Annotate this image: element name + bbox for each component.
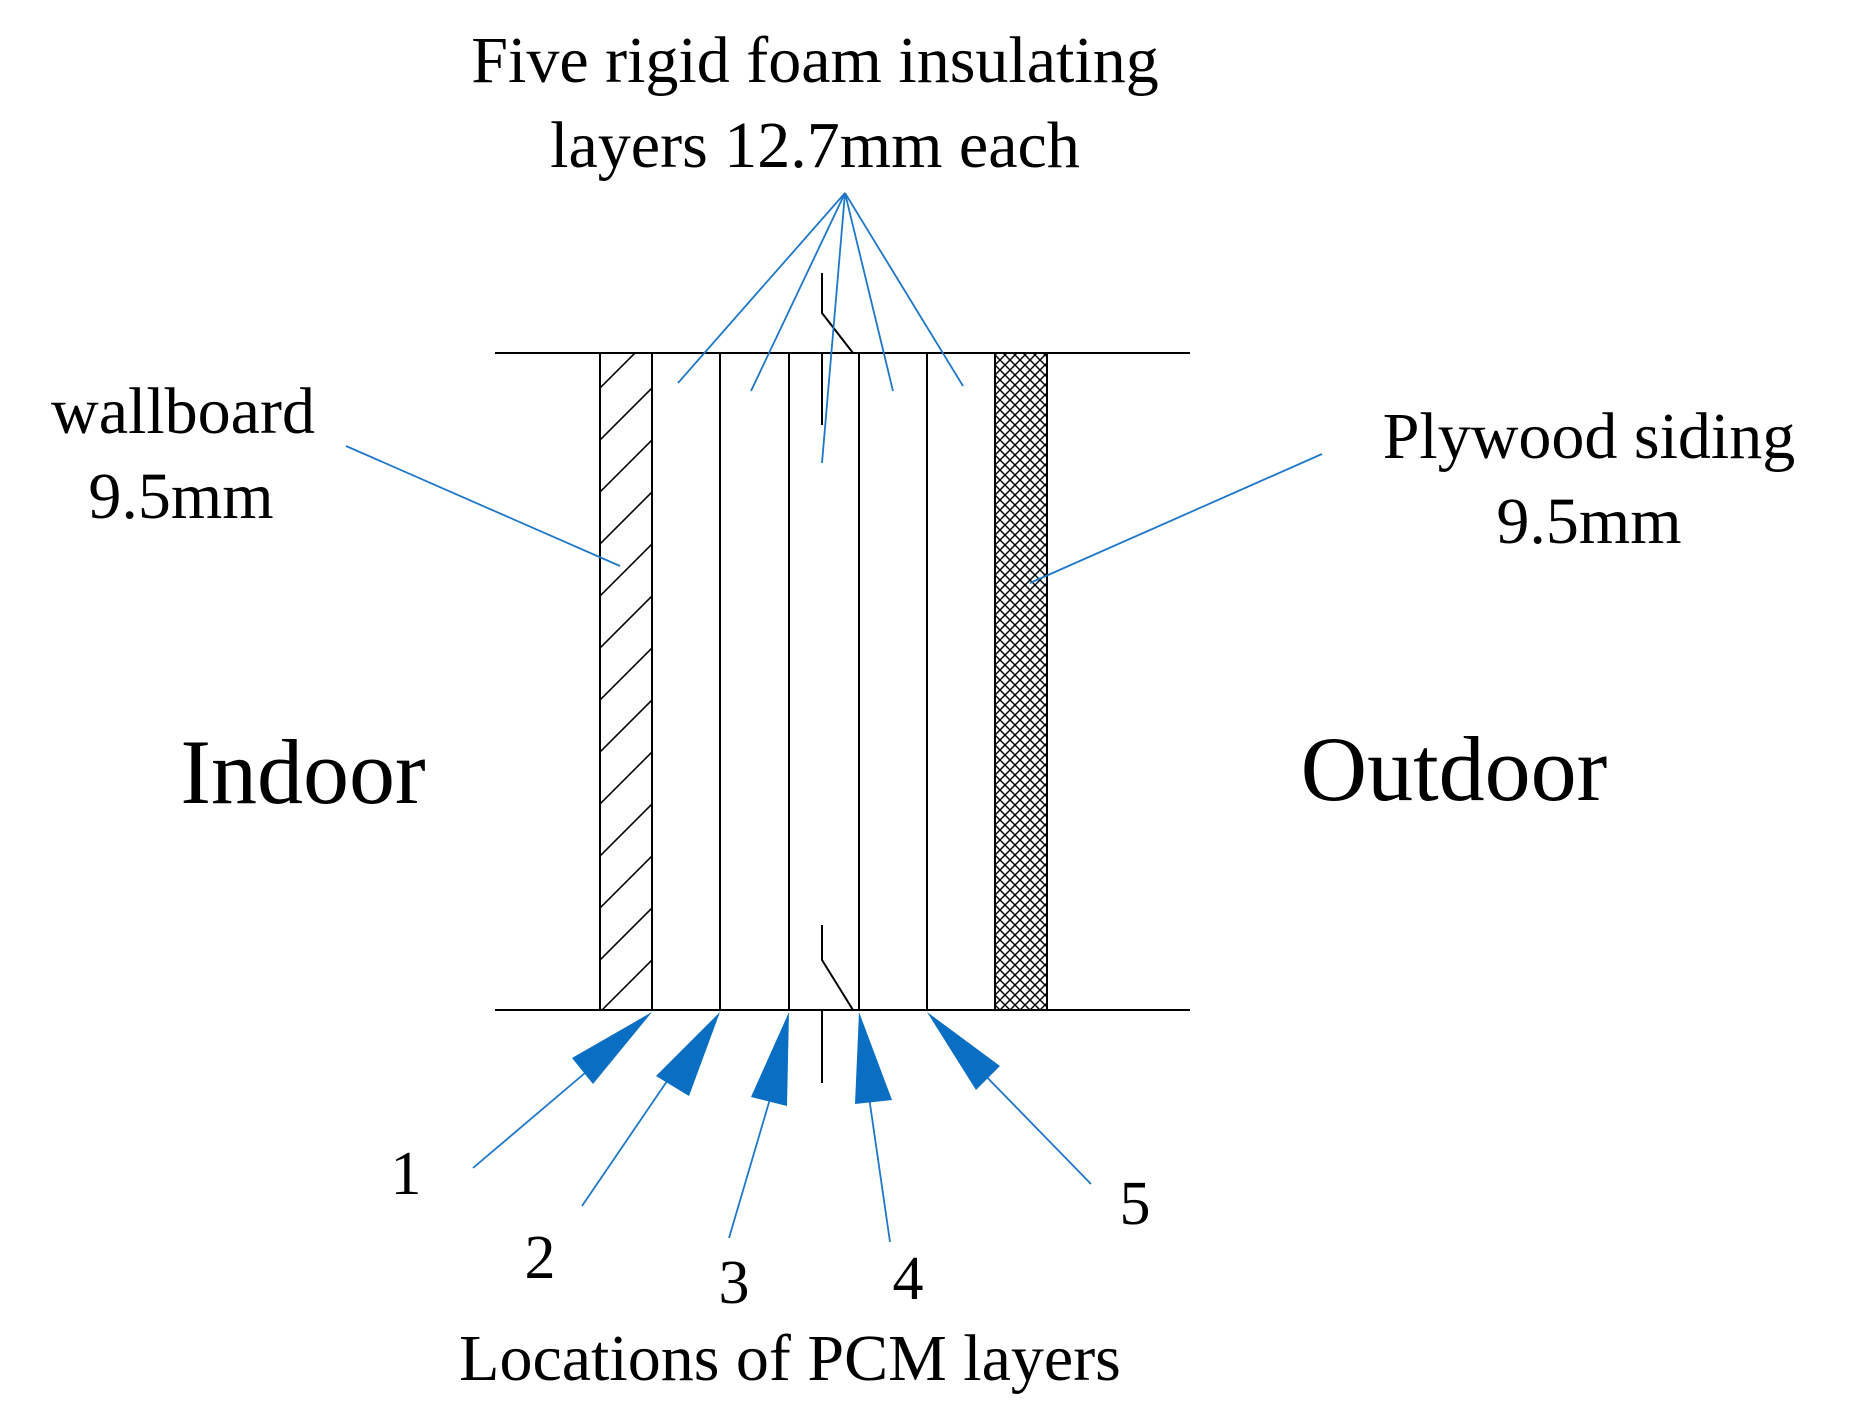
pcm-arrow-1-head	[572, 1012, 652, 1084]
leader-layer-2	[750, 192, 846, 392]
pcm-arrow-3-shaft	[728, 1081, 776, 1239]
pcm-label-3: 3	[719, 1249, 750, 1317]
title-line-1: Five rigid foam insulating	[471, 24, 1158, 97]
pcm-arrow-3-head	[751, 1012, 789, 1106]
leader-layer-4	[844, 192, 894, 392]
wallboard-leader	[345, 445, 621, 567]
break-symbol-top	[821, 273, 856, 425]
plywood-siding-layer	[994, 352, 1048, 1011]
outdoor-label: Outdoor	[1301, 718, 1608, 820]
pcm-label-1: 1	[391, 1140, 422, 1208]
wallboard-layer	[599, 352, 653, 1011]
pcm-arrow-5-shaft	[975, 1065, 1092, 1185]
plywood-label: Plywood siding	[1383, 400, 1796, 473]
title-line-2: layers 12.7mm each	[550, 109, 1080, 182]
pcm-arrows	[472, 1012, 1092, 1243]
pcm-arrow-2-shaft	[581, 1067, 677, 1207]
leader-layer-3	[821, 192, 846, 464]
pcm-arrow-1-shaft	[472, 1055, 606, 1169]
pcm-caption: Locations of PCM layers	[459, 1322, 1121, 1395]
leader-layer-1	[677, 192, 846, 384]
pcm-label-5: 5	[1120, 1170, 1151, 1238]
pcm-arrow-4-head	[855, 1012, 892, 1104]
plywood-thickness: 9.5mm	[1496, 485, 1681, 558]
pcm-label-2: 2	[525, 1224, 556, 1292]
pcm-label-4: 4	[893, 1245, 924, 1313]
indoor-label: Indoor	[180, 721, 425, 823]
wallboard-thickness: 9.5mm	[88, 460, 273, 533]
leader-layer-5	[844, 192, 964, 387]
pcm-arrow-4-shaft	[867, 1089, 891, 1243]
plywood-leader	[1029, 453, 1323, 584]
pcm-arrow-2-head	[656, 1012, 720, 1096]
wallboard-label: wallboard	[51, 375, 315, 448]
title-leader-lines	[677, 192, 964, 464]
pcm-arrow-5-head	[927, 1012, 1000, 1090]
break-symbol-bottom	[821, 925, 855, 1083]
